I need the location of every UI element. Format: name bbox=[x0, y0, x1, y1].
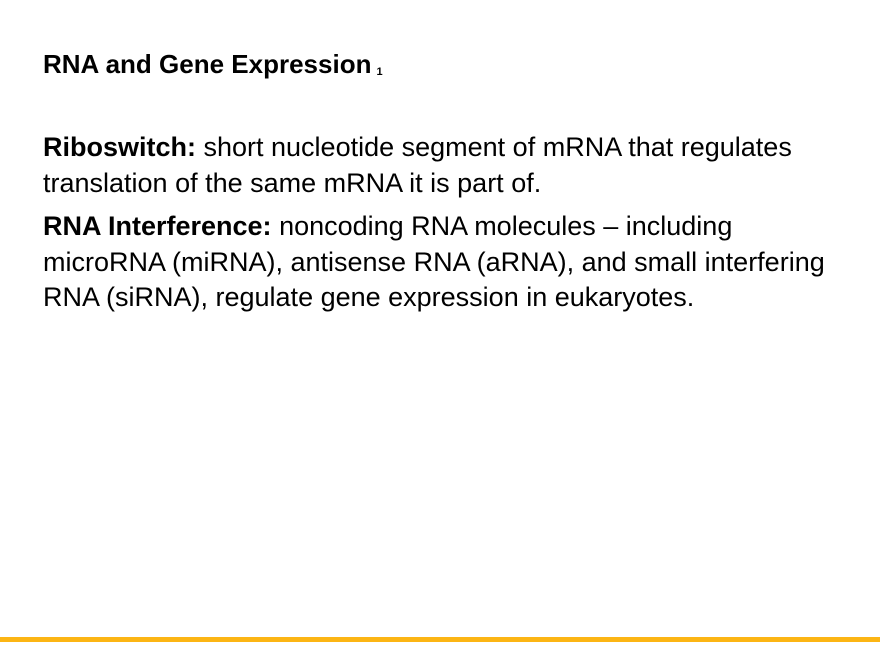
slide-title-text: RNA and Gene Expression bbox=[43, 49, 372, 79]
rna-interference-definition: noncoding RNA molecules – including micr… bbox=[43, 211, 825, 312]
slide-body: Riboswitch: short nucleotide segment of … bbox=[43, 130, 843, 324]
slide-title: RNA and Gene Expression 1 bbox=[43, 47, 383, 89]
rna-interference-term: RNA Interference: bbox=[43, 211, 272, 241]
footnote-marker: 1 bbox=[376, 66, 383, 78]
riboswitch-definition: short nucleotide segment of mRNA that re… bbox=[43, 132, 792, 198]
riboswitch-term: Riboswitch: bbox=[43, 132, 196, 162]
riboswitch-paragraph: Riboswitch: short nucleotide segment of … bbox=[43, 130, 843, 201]
rna-interference-paragraph: RNA Interference: noncoding RNA molecule… bbox=[43, 209, 843, 316]
footer-divider bbox=[0, 637, 880, 642]
